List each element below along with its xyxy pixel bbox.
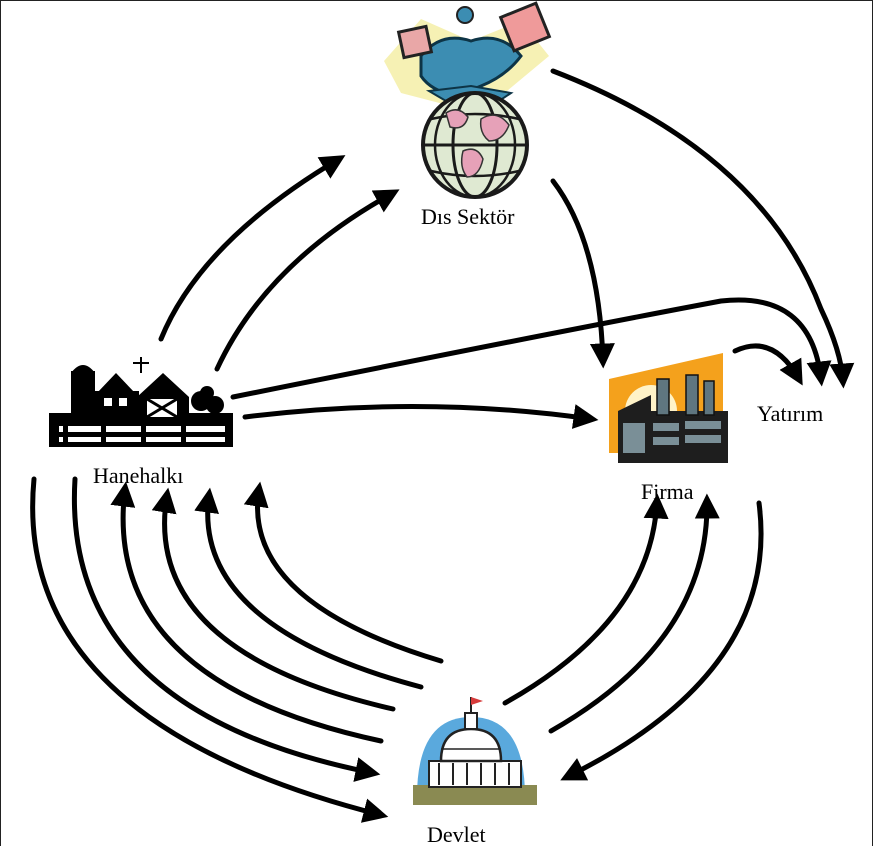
capitol-building-icon	[413, 697, 537, 805]
arrow-hanehalki-to-devlet-2	[71, 476, 381, 782]
arrow-devlet-to-firma-2	[548, 493, 720, 734]
factory-icon	[609, 353, 728, 463]
arrow-devlet-to-hanehalki-1	[110, 481, 384, 744]
arrow-hanehalki-to-dis-sektor-inner	[214, 189, 400, 372]
arrow-devlet-to-hanehalki-2	[151, 487, 396, 712]
arrow-hanehalki-to-firma	[242, 403, 599, 429]
node-label-devlet: Devlet	[427, 822, 486, 847]
arrow-devlet-to-hanehalki-4	[243, 481, 444, 664]
node-label-dis-sektor: Dıs Sektör	[421, 204, 515, 229]
arrow-firma-to-yatirim	[732, 343, 803, 386]
arrow-firma-to-devlet	[560, 500, 764, 781]
globe-icon	[421, 91, 529, 199]
arrow-devlet-to-hanehalki-3	[194, 487, 424, 690]
node-label-yatirim: Yatırım	[757, 401, 824, 426]
arrow-dis-sektor-to-yatirim	[550, 68, 855, 389]
arrow-hanehalki-to-devlet-1	[30, 476, 389, 823]
world-traveler-icon	[384, 1, 552, 106]
arrow-hanehalki-to-yatirim	[230, 297, 832, 400]
arrow-dis-sektor-to-firma	[550, 178, 615, 369]
node-label-firma: Firma	[641, 479, 694, 504]
farm-house-icon	[49, 357, 233, 447]
arrow-devlet-to-firma-1	[502, 493, 669, 706]
arrow-hanehalki-to-dis-sektor-outer	[158, 155, 346, 342]
arrows	[30, 68, 855, 823]
node-label-hanehalki: Hanehalkı	[93, 463, 184, 488]
